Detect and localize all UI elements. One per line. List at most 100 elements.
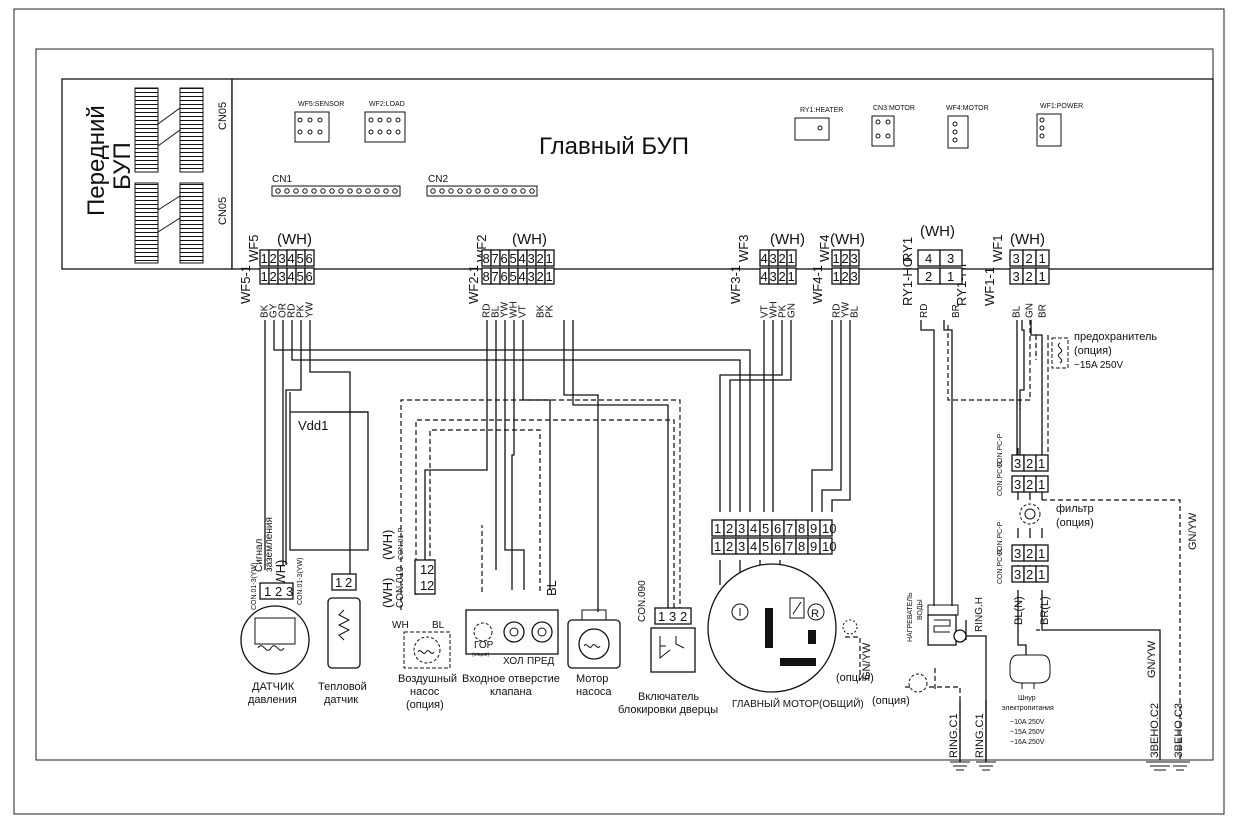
fuse-label-2: (опция) <box>1074 345 1112 357</box>
power-conn-b-cell <box>1035 475 1049 493</box>
air-pin-4: 2 <box>427 578 434 593</box>
valve-bl: BL <box>544 580 559 596</box>
fuse-label: предохранитель (опция) ~15A 250V <box>1074 331 1157 371</box>
chip-pin <box>368 117 374 123</box>
main-pcb-label: Главный БУП <box>539 133 689 160</box>
plug-label-2: электропитания <box>1002 705 1054 712</box>
chip-pin <box>817 125 823 131</box>
ry1-mate-ho: RY1-HO <box>900 257 915 306</box>
header-pin <box>338 188 344 194</box>
cplr-2: CON.PC-R <box>997 549 1004 584</box>
wf4-wire-color: BL <box>850 305 861 318</box>
motor-conn-pin: 8 <box>798 521 805 536</box>
ry1-h-pin: 2 <box>925 269 932 284</box>
door-label-2: блокировки дверцы <box>618 704 718 716</box>
ry1-wire-color: RD <box>919 304 930 318</box>
wf5-pin: 4 <box>288 251 295 266</box>
power-conn-a-cell <box>1035 454 1049 472</box>
thermal-pin-2: 2 <box>345 575 352 590</box>
heater-label-2: ВОДЫ <box>917 599 924 620</box>
valve-pre: ПРЕД <box>527 656 555 667</box>
plug-label-5: ~16A 250V <box>1010 739 1045 746</box>
filter-label-1: фильтр <box>1056 503 1094 515</box>
wf1-1-pin: 1 <box>1039 269 1046 284</box>
door-label-1: Включатель <box>638 691 699 703</box>
motor-conn-mate-pin: 5 <box>762 539 769 554</box>
header-pin <box>293 188 299 194</box>
wf2-color: (WH) <box>512 231 547 248</box>
wf3-pin: 1 <box>788 251 795 266</box>
wf3-name: WF3 <box>736 235 751 262</box>
power-conn-d-pin: 3 <box>1014 567 1021 582</box>
wf4-mate: WF4-1 <box>810 265 825 304</box>
board-conn-label-ry1: RY1:HEATER <box>800 107 843 114</box>
header-pin <box>484 188 490 194</box>
wf2-pin: 3 <box>528 251 535 266</box>
pressure-label-1: ДАТЧИК <box>252 681 295 693</box>
thermal-sensor: Vdd1 CON.01-3(YW) 1 2 Тепловой датчик <box>297 418 367 706</box>
header-pin <box>311 188 317 194</box>
header-pin <box>493 188 499 194</box>
wf2-wire-color: VT <box>518 305 529 318</box>
header-pin <box>466 188 472 194</box>
motor-conn-cell <box>819 519 833 537</box>
pressure-label-2: давления <box>248 694 297 706</box>
wf2-pin: 1 <box>546 251 553 266</box>
wf5-wire-color: RD <box>287 304 298 318</box>
wf2-1-pin: 4 <box>519 269 526 284</box>
wf2-pin: 5 <box>510 251 517 266</box>
wf5-wire-color: OR <box>278 303 289 318</box>
wf5-wire-color: YW <box>305 301 316 318</box>
wf1-1-cell <box>1035 267 1050 285</box>
motor-conn-pin: 4 <box>750 521 757 536</box>
header-pin <box>329 188 335 194</box>
wf2-wire-color: YW <box>500 301 511 318</box>
chip-pin <box>307 129 313 135</box>
chip-pin <box>875 119 881 125</box>
wf5-name: WF5 <box>246 235 261 262</box>
wf1-cell <box>1035 249 1050 267</box>
header-pin <box>347 188 353 194</box>
chip-pin <box>386 117 392 123</box>
header-pin <box>439 188 445 194</box>
ry1-h-cell <box>939 267 963 285</box>
wf5-cell <box>304 249 315 267</box>
cplr-1: CON.PC-R <box>997 461 1004 496</box>
chip-pin <box>952 121 958 127</box>
header-pin <box>365 188 371 194</box>
wf4-1-cell <box>849 267 860 285</box>
ring-h: RING.H <box>974 597 985 632</box>
wf3-1-pin: 1 <box>788 269 795 284</box>
wf3-1-cell <box>786 267 797 285</box>
wf2-1-pin: 7 <box>492 269 499 284</box>
wf2-pin: 4 <box>519 251 526 266</box>
sensor-pin-3: 3 <box>286 584 293 599</box>
door-lock: CON.090 1 3 2 Включатель блокировки двер… <box>618 580 718 716</box>
cn2-label: CN2 <box>428 174 448 185</box>
page-frame <box>13 8 1225 815</box>
chip-pin <box>297 129 303 135</box>
motor-conn-mate-pin: 2 <box>726 539 733 554</box>
valve-hot: ГОР <box>474 640 494 651</box>
ry1-wire-color: BR <box>951 304 962 318</box>
header-pin <box>284 188 290 194</box>
motor-conn-pin: 1 <box>714 521 721 536</box>
wf5-1-pin: 3 <box>279 269 286 284</box>
ground-label: заземления <box>264 517 275 572</box>
valve-label-2: клапана <box>490 686 533 698</box>
motor-conn-mate-pin: 8 <box>798 539 805 554</box>
ry1-name: RY1 <box>900 237 915 262</box>
air-conn-b: CON.010 <box>395 566 406 608</box>
signal-label: Сигнал <box>254 538 265 572</box>
brl-label: BR(L) <box>1039 596 1051 625</box>
power-plug: Шнур электропитания ~10A 250V ~15A 250V … <box>1002 654 1054 746</box>
cn1-header <box>271 185 401 197</box>
power-conn-c-pin: 2 <box>1026 546 1033 561</box>
ry1-cell <box>939 249 963 267</box>
door-conn: CON.090 <box>637 580 648 622</box>
wf3-wire-color: VT <box>760 305 771 318</box>
wf1-color: (WH) <box>1010 231 1045 248</box>
